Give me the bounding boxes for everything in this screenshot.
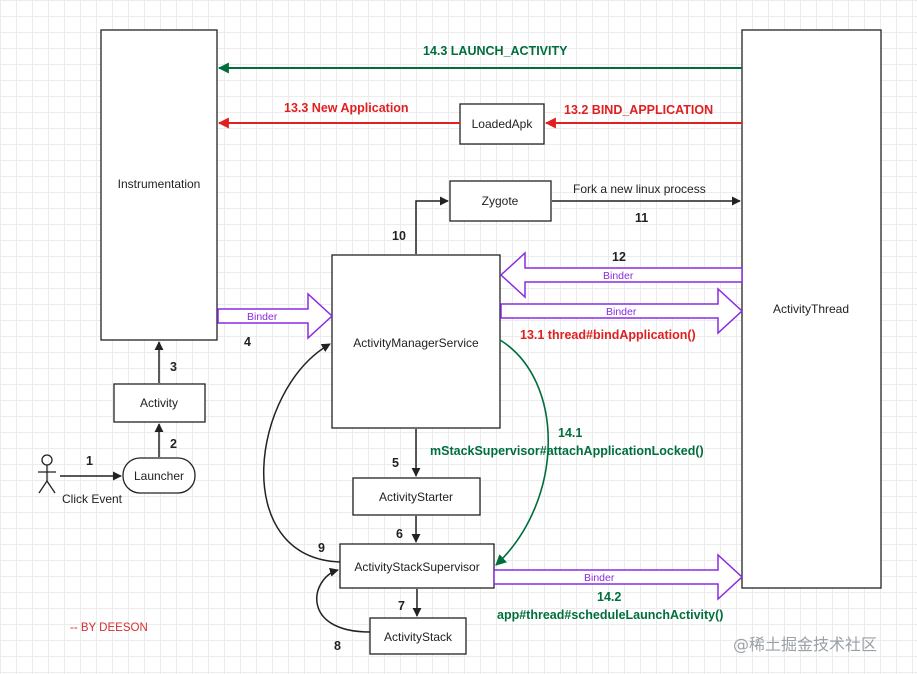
binder-arrow-4: Binder 4 bbox=[217, 292, 334, 349]
edge-6-label: 6 bbox=[396, 527, 403, 541]
edge-13-3-label: 13.3 New Application bbox=[284, 101, 409, 115]
activity-stack-label: ActivityStack bbox=[384, 630, 453, 644]
edge-1-label: 1 bbox=[86, 454, 93, 468]
activity-thread-node: ActivityThread bbox=[741, 29, 882, 589]
edge-14-1-label: mStackSupervisor#attachApplicationLocked… bbox=[430, 444, 704, 458]
loaded-apk-label: LoadedApk bbox=[472, 117, 534, 131]
edge-12-label: 12 bbox=[612, 250, 626, 264]
edge-8-label: 8 bbox=[334, 639, 341, 653]
edge-11-label: 11 bbox=[635, 211, 648, 225]
edge-14-3-label: 14.3 LAUNCH_ACTIVITY bbox=[423, 44, 568, 58]
binder-4-label: Binder bbox=[247, 311, 278, 323]
edge-10: 10 bbox=[392, 196, 449, 254]
loaded-apk-node: LoadedApk bbox=[459, 103, 545, 145]
activity-stack-supervisor-label: ActivityStackSupervisor bbox=[354, 560, 479, 574]
activity-label: Activity bbox=[140, 396, 178, 410]
activity-stack-node: ActivityStack bbox=[369, 617, 467, 655]
edge-7: 7 bbox=[398, 589, 422, 617]
edge-14-2-label: app#thread#scheduleLaunchActivity() bbox=[497, 608, 723, 622]
edge-14-3: 14.3 LAUNCH_ACTIVITY bbox=[217, 44, 742, 74]
edge-7-label: 7 bbox=[398, 599, 405, 613]
edge-9-label: 9 bbox=[318, 541, 325, 555]
edge-3-label: 3 bbox=[170, 360, 177, 374]
zygote-label: Zygote bbox=[482, 194, 519, 208]
activity-node: Activity bbox=[113, 383, 206, 423]
launcher-node: Launcher bbox=[122, 457, 196, 494]
activity-manager-service-label: ActivityManagerService bbox=[353, 336, 479, 350]
edge-14-1-num: 14.1 bbox=[558, 426, 582, 440]
instrumentation-node: Instrumentation bbox=[100, 29, 218, 341]
edge-13-2-label: 13.2 BIND_APPLICATION bbox=[564, 103, 713, 117]
edge-9: 9 bbox=[263, 343, 341, 563]
edge-11: Fork a new linux process 11 bbox=[552, 182, 741, 225]
binder-13-1-label: Binder bbox=[606, 306, 637, 318]
zygote-node: Zygote bbox=[449, 180, 552, 222]
edge-3: 3 bbox=[154, 341, 177, 383]
edge-14-2-num: 14.2 bbox=[597, 590, 621, 604]
edge-1: 1 bbox=[60, 454, 122, 481]
edge-10-label: 10 bbox=[392, 229, 406, 243]
edge-2-label: 2 bbox=[170, 437, 177, 451]
activity-starter-label: ActivityStarter bbox=[379, 490, 453, 504]
author-signature: -- BY DEESON bbox=[70, 622, 148, 634]
activity-manager-service-node: ActivityManagerService bbox=[331, 254, 501, 429]
edge-4-label: 4 bbox=[244, 335, 251, 349]
launcher-label: Launcher bbox=[134, 469, 184, 483]
actor-head-icon bbox=[41, 454, 53, 466]
click-event-actor bbox=[38, 454, 56, 494]
edge-5: 5 bbox=[392, 429, 421, 477]
edge-2: 2 bbox=[154, 423, 177, 457]
binder-14-2-label: Binder bbox=[584, 572, 615, 584]
edge-8: 8 bbox=[316, 567, 371, 653]
edge-13-3: 13.3 New Application bbox=[217, 101, 460, 129]
activity-thread-label: ActivityThread bbox=[773, 302, 849, 316]
binder-arrow-14-2: Binder bbox=[493, 553, 744, 601]
activity-starter-node: ActivityStarter bbox=[352, 477, 481, 516]
edge-6: 6 bbox=[396, 516, 421, 543]
edge-13-2: 13.2 BIND_APPLICATION bbox=[544, 103, 742, 129]
instrumentation-label: Instrumentation bbox=[118, 177, 201, 191]
edge-13-1-label: 13.1 thread#bindApplication() bbox=[520, 328, 696, 342]
binder-12-label: Binder bbox=[603, 270, 634, 282]
edge-5-label: 5 bbox=[392, 456, 399, 470]
activity-stack-supervisor-node: ActivityStackSupervisor bbox=[339, 543, 495, 589]
edge-11-fork-label: Fork a new linux process bbox=[573, 182, 706, 196]
edge-14-1: 14.1 mStackSupervisor#attachApplicationL… bbox=[430, 339, 704, 566]
binder-arrow-12: Binder 12 bbox=[499, 250, 743, 299]
actor-label: Click Event bbox=[62, 492, 123, 506]
binder-arrow-13-1: Binder bbox=[500, 287, 744, 335]
watermark: @稀土掘金技术社区 bbox=[733, 635, 877, 654]
